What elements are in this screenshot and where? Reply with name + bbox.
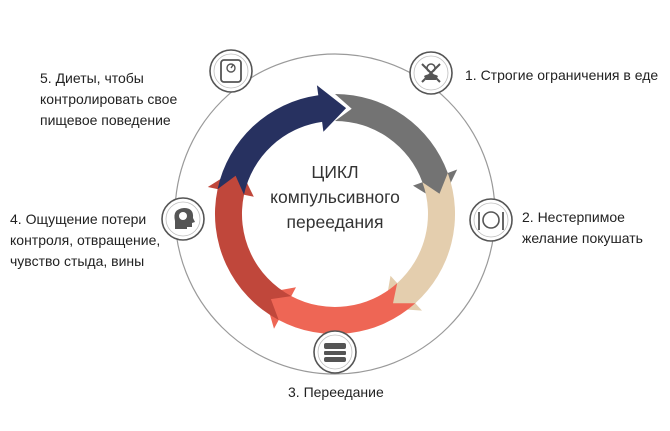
- stage-label-2: 2. Нестерпимое желание покушать: [522, 209, 643, 246]
- stage-label-5: 5. Диеты, чтобы контролировать свое пище…: [40, 70, 178, 128]
- cycle-arrow-1: [335, 94, 458, 203]
- cycle-arrow-4: [207, 167, 292, 320]
- stage-label-1: 1. Строгие ограничения в еде: [465, 67, 659, 83]
- food-tray-icon: [313, 330, 357, 374]
- cycle-arrow-5: [217, 85, 347, 195]
- stage-label-4: 4. Ощущение потери контроля, отвращение,…: [10, 211, 161, 269]
- plate-cutlery-icon: [469, 198, 513, 242]
- scale-icon: [209, 49, 253, 93]
- cycle-arrow-2: [385, 173, 456, 311]
- stage-label-3: 3. Переедание: [288, 384, 384, 400]
- fork-knife-crossed-icon: [409, 51, 453, 95]
- head-brain-icon: [161, 197, 205, 241]
- cycle-title: ЦИКЛ компульсивного переедания: [270, 162, 400, 232]
- cycle-arrows: [207, 85, 458, 335]
- cycle-arrow-3: [263, 283, 416, 335]
- stage-icons: [161, 49, 513, 374]
